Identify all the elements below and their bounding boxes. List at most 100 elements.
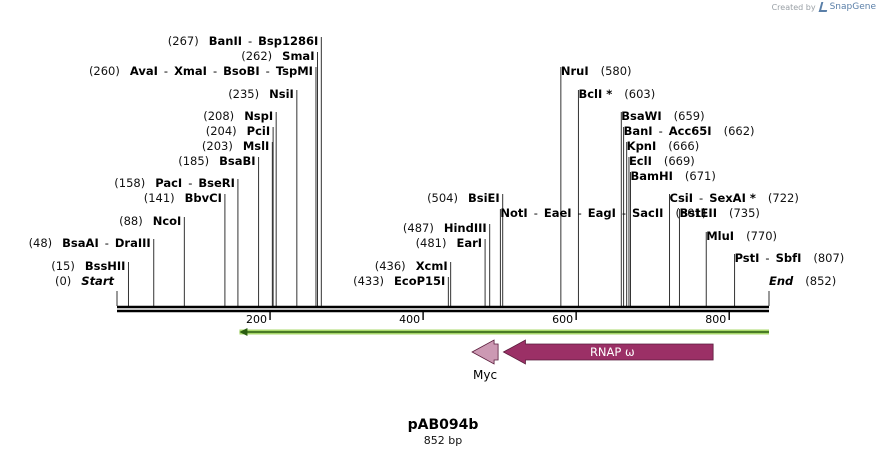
name-separator: - xyxy=(213,64,217,78)
site-label-text: (262)SmaI xyxy=(241,49,314,63)
site-label: BanI-Acc65I(662) xyxy=(624,124,755,138)
snapgene-credit: Created by SnapGene xyxy=(772,2,876,12)
site-label-text: EclI(669) xyxy=(629,154,695,168)
feature-label: RNAP ω xyxy=(590,345,635,359)
site-label-text: BanI-Acc65I(662) xyxy=(624,124,755,138)
site-position: (48) xyxy=(29,236,53,250)
site-label-text: CsiI-SexAI *(722) xyxy=(670,191,799,205)
site-label-text: NruI(580) xyxy=(561,64,632,78)
site-position: (15) xyxy=(51,259,75,273)
name-separator: - xyxy=(699,191,703,205)
enzyme-name: BsaWI xyxy=(621,109,661,123)
site-label: PstI-SbfI(807) xyxy=(735,251,845,265)
site-label-text: (0)Start xyxy=(55,274,115,288)
feature-track: RNAP ω Myc xyxy=(239,328,770,382)
site-label: BsaWI (659) xyxy=(621,109,704,123)
ruler-tick-label: 400 xyxy=(399,313,420,326)
name-separator: - xyxy=(188,176,192,190)
site-position: (88) xyxy=(119,214,143,228)
site-label: (260)AvaI-XmaI-BsoBI-TspMI xyxy=(89,64,313,78)
enzyme-name: BanII xyxy=(209,34,242,48)
enzyme-name: BanI xyxy=(624,124,653,138)
site-label-text: PstI-SbfI(807) xyxy=(735,251,845,265)
snapgene-logo-icon xyxy=(818,2,829,12)
site-position: (204) xyxy=(206,124,237,138)
enzyme-name: SbfI xyxy=(776,251,802,265)
enzyme-name: End xyxy=(769,274,794,288)
enzyme-name: BseRI xyxy=(198,176,235,190)
site-label-text: BstEII(735) xyxy=(679,206,759,220)
site-label: (15) BssHII xyxy=(51,259,125,273)
enzyme-name: PstI xyxy=(735,251,760,265)
enzyme-name: Start xyxy=(81,274,114,288)
site-position: (208) xyxy=(203,109,234,123)
enzyme-name: BsoBI xyxy=(223,64,260,78)
ruler-tick-label: 800 xyxy=(705,313,726,326)
site-label-text: End(852) xyxy=(769,274,836,288)
enzyme-name: XcmI xyxy=(416,259,448,273)
enzyme-name: CsiI xyxy=(670,191,694,205)
enzyme-name: BsaBI xyxy=(219,154,255,168)
site-label: NruI(580) xyxy=(561,64,632,78)
site-position: (501) xyxy=(675,206,706,220)
orf-arrowhead xyxy=(239,328,248,336)
site-label: (481)EarI xyxy=(416,236,483,250)
site-position: (235) xyxy=(228,87,259,101)
site-label: CsiI-SexAI *(722) xyxy=(670,191,799,205)
site-label: (204) PciI xyxy=(206,124,270,138)
enzyme-name: BbvCI xyxy=(185,191,222,205)
site-label-text: (158)PacI-BseRI xyxy=(114,176,235,190)
site-label-text: (481)EarI xyxy=(416,236,483,250)
name-separator: - xyxy=(105,236,109,250)
site-label: NotI-EaeI-EagI-SacII(501) xyxy=(500,206,706,220)
site-position: (158) xyxy=(114,176,145,190)
site-position: (666) xyxy=(668,139,699,153)
enzyme-name: EagI xyxy=(588,206,616,220)
site-label-text: (433) EcoP15I xyxy=(353,274,445,288)
site-label-text: (436)XcmI xyxy=(375,259,448,273)
site-label: KpnI (666) xyxy=(627,139,700,153)
enzyme-name: KpnI xyxy=(627,139,657,153)
credit-text: Created by xyxy=(771,2,816,12)
site-position: (185) xyxy=(178,154,209,168)
enzyme-name: BsiEI xyxy=(468,191,500,205)
site-label: (433) EcoP15I xyxy=(353,274,445,288)
site-label: (158)PacI-BseRI xyxy=(114,176,235,190)
site-label-text: (267)BanII-Bsp1286I xyxy=(168,34,319,48)
site-label: (88)NcoI xyxy=(119,214,181,228)
enzyme-name: MslI xyxy=(243,139,270,153)
enzyme-name: BamHI xyxy=(630,169,672,183)
site-label-text: (88)NcoI xyxy=(119,214,181,228)
site-position: (433) xyxy=(353,274,384,288)
site-label: (48)BsaAI-DraIII xyxy=(29,236,151,250)
feature-myc-arrow xyxy=(471,339,499,365)
site-label: BstEII(735) xyxy=(679,206,759,220)
site-label-text: KpnI (666) xyxy=(627,139,700,153)
enzyme-name: NsiI xyxy=(269,87,294,101)
site-position: (481) xyxy=(416,236,447,250)
enzyme-name: NruI xyxy=(561,64,589,78)
site-position: (770) xyxy=(746,229,777,243)
enzyme-name: SmaI xyxy=(282,49,314,63)
enzyme-name: EcoP15I xyxy=(394,274,445,288)
enzyme-name: PciI xyxy=(247,124,270,138)
enzyme-name: AvaI xyxy=(130,64,158,78)
site-position: (659) xyxy=(674,109,705,123)
site-position: (669) xyxy=(664,154,695,168)
feature-label: Myc xyxy=(473,368,497,382)
enzyme-name: BssHII xyxy=(85,259,126,273)
plasmid-size: 852 bp xyxy=(423,434,463,447)
site-label: (185) BsaBI xyxy=(178,154,255,168)
enzyme-name: SexAI * xyxy=(709,191,756,205)
site-label-text: BclI *(603) xyxy=(578,87,655,101)
site-label-text: (504)BsiEI xyxy=(427,191,500,205)
site-label: (141)BbvCI xyxy=(144,191,222,205)
enzyme-name: NspI xyxy=(244,109,273,123)
site-label-text: (141)BbvCI xyxy=(144,191,222,205)
restriction-site-labels: (0)Start(15)BssHII(48)BsaAI-DraIII(88)Nc… xyxy=(29,34,845,288)
enzyme-name: BsaAI xyxy=(62,236,99,250)
enzyme-name: BclI * xyxy=(578,87,612,101)
plasmid-name: pAB094b xyxy=(407,417,479,433)
